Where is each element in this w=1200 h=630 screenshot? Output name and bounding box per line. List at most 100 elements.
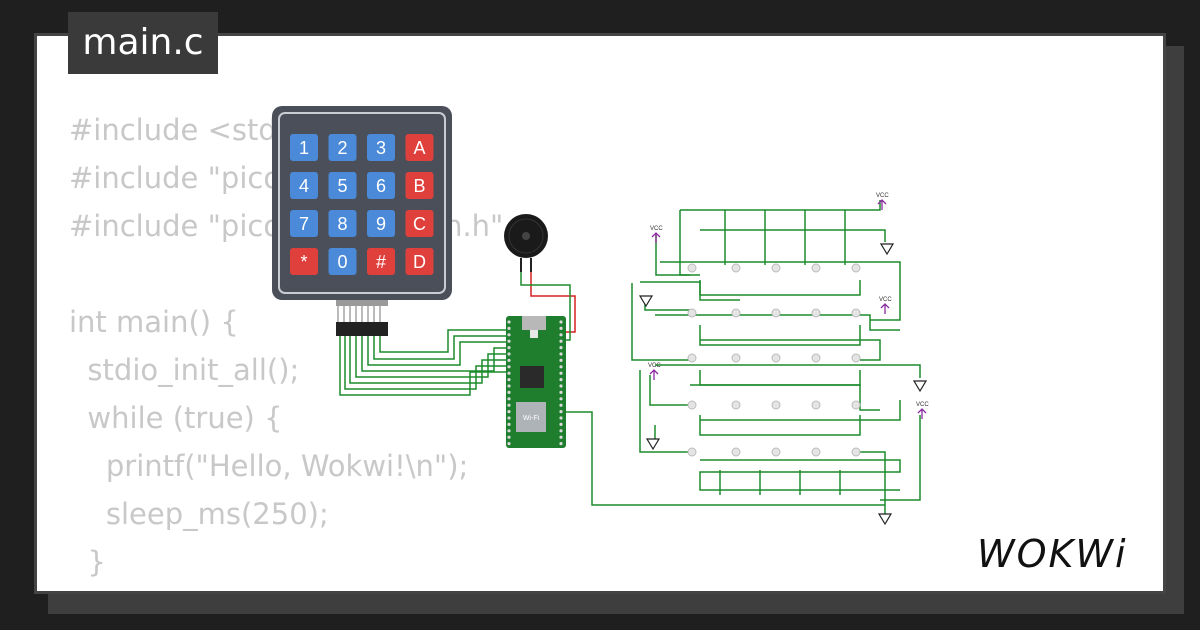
pico-pin xyxy=(507,422,511,426)
keypad-key-label: 8 xyxy=(337,214,347,234)
led xyxy=(771,353,781,363)
vcc-label: VCC xyxy=(650,226,663,232)
keypad-key-label: 3 xyxy=(376,138,386,158)
led-grid xyxy=(687,263,861,457)
ground-symbol xyxy=(638,295,654,308)
pico-pins xyxy=(507,320,563,446)
keypad-key-4[interactable]: 4 xyxy=(290,172,318,199)
keypad-key-5[interactable]: 5 xyxy=(328,172,357,199)
pico-pin xyxy=(559,371,563,375)
led xyxy=(731,353,741,363)
led xyxy=(851,400,861,410)
pico-pin xyxy=(559,346,563,350)
pico-pin xyxy=(507,397,511,401)
pico-pin xyxy=(507,390,511,394)
led xyxy=(731,263,741,273)
pico-pin xyxy=(559,352,563,356)
pico-pin xyxy=(507,352,511,356)
pico-pin xyxy=(559,378,563,382)
code-line: stdio_init_all(); xyxy=(69,353,300,387)
pico-w-board[interactable]: Wi-Fi xyxy=(506,316,566,448)
buzzer-wire-green xyxy=(520,272,571,341)
pico-pin xyxy=(507,403,511,407)
keypad-key-label: 5 xyxy=(337,176,347,196)
keypad-key-C[interactable]: C xyxy=(405,210,434,237)
pico-pin xyxy=(559,390,563,394)
code-line: printf("Hello, Wokwi!\n"); xyxy=(69,449,469,483)
keypad-key-8[interactable]: 8 xyxy=(328,210,357,237)
keypad-key-label: * xyxy=(300,252,307,272)
wifi-module-label: Wi-Fi xyxy=(523,415,540,422)
pico-pin xyxy=(559,435,563,439)
keypad-key-0[interactable]: 0 xyxy=(328,248,357,275)
keypad-key-label: 7 xyxy=(299,214,309,234)
pico-pin xyxy=(507,429,511,433)
ground-symbol xyxy=(645,438,661,451)
pico-pin xyxy=(559,403,563,407)
wokwi-logo: WOKWi xyxy=(977,532,1128,576)
pico-pin xyxy=(559,333,563,337)
keypad-key-label: 1 xyxy=(299,138,309,158)
led xyxy=(811,263,821,273)
vcc-label: VCC xyxy=(648,363,661,369)
pico-pin xyxy=(559,358,563,362)
buzzer-wire-red xyxy=(530,272,576,333)
file-tab[interactable]: main.c xyxy=(68,12,218,74)
led xyxy=(851,263,861,273)
pico-pin xyxy=(507,326,511,330)
pico-pin xyxy=(559,410,563,414)
pico-pin xyxy=(507,358,511,362)
led xyxy=(851,447,861,457)
logo-text: WOKWi xyxy=(977,532,1128,576)
vcc-marker: VCC xyxy=(650,226,663,243)
led xyxy=(687,353,697,363)
pico-pin xyxy=(559,442,563,446)
buzzer[interactable] xyxy=(504,214,548,272)
led xyxy=(731,308,741,318)
ground-symbol xyxy=(879,243,895,256)
keypad-key-A[interactable]: A xyxy=(405,134,434,161)
keypad-key-label: C xyxy=(413,214,426,234)
code-line: while (true) { xyxy=(69,401,283,435)
pico-pin xyxy=(507,442,511,446)
keypad-key-7[interactable]: 7 xyxy=(290,210,318,237)
vcc-marker: VCC xyxy=(916,402,929,419)
led xyxy=(851,308,861,318)
pico-pin xyxy=(559,326,563,330)
keypad-key-D[interactable]: D xyxy=(405,248,434,275)
keypad-key-6[interactable]: 6 xyxy=(367,172,395,199)
led xyxy=(771,308,781,318)
pico-pin xyxy=(507,416,511,420)
keypad-key-9[interactable]: 9 xyxy=(367,210,395,237)
led xyxy=(811,353,821,363)
led xyxy=(687,308,697,318)
pico-pin xyxy=(559,320,563,324)
code-line: sleep_ms(250); xyxy=(69,497,329,531)
keypad-key-3[interactable]: 3 xyxy=(367,134,395,161)
keypad-key-2[interactable]: 2 xyxy=(328,134,357,161)
pico-pin xyxy=(559,339,563,343)
ground-symbols xyxy=(638,243,928,526)
pico-pin xyxy=(507,346,511,350)
pico-pin xyxy=(507,371,511,375)
led xyxy=(811,308,821,318)
keypad-key-label: 6 xyxy=(376,176,386,196)
pico-pin xyxy=(507,365,511,369)
led xyxy=(731,447,741,457)
ground-symbol xyxy=(877,513,893,526)
pico-pin xyxy=(559,384,563,388)
led xyxy=(687,400,697,410)
pico-pin xyxy=(507,378,511,382)
keypad-connector xyxy=(336,300,388,336)
vcc-label: VCC xyxy=(916,402,929,408)
keypad-key-1[interactable]: 1 xyxy=(290,134,318,161)
keypad-key-*[interactable]: * xyxy=(290,248,318,275)
matrix-ground-wire xyxy=(566,411,885,506)
ground-symbol xyxy=(912,380,928,393)
keypad-key-#[interactable]: # xyxy=(367,248,395,275)
vcc-label: VCC xyxy=(876,193,889,199)
keypad-key-label: A xyxy=(413,138,425,158)
keypad-key-B[interactable]: B xyxy=(405,172,434,199)
pico-pin xyxy=(559,429,563,433)
